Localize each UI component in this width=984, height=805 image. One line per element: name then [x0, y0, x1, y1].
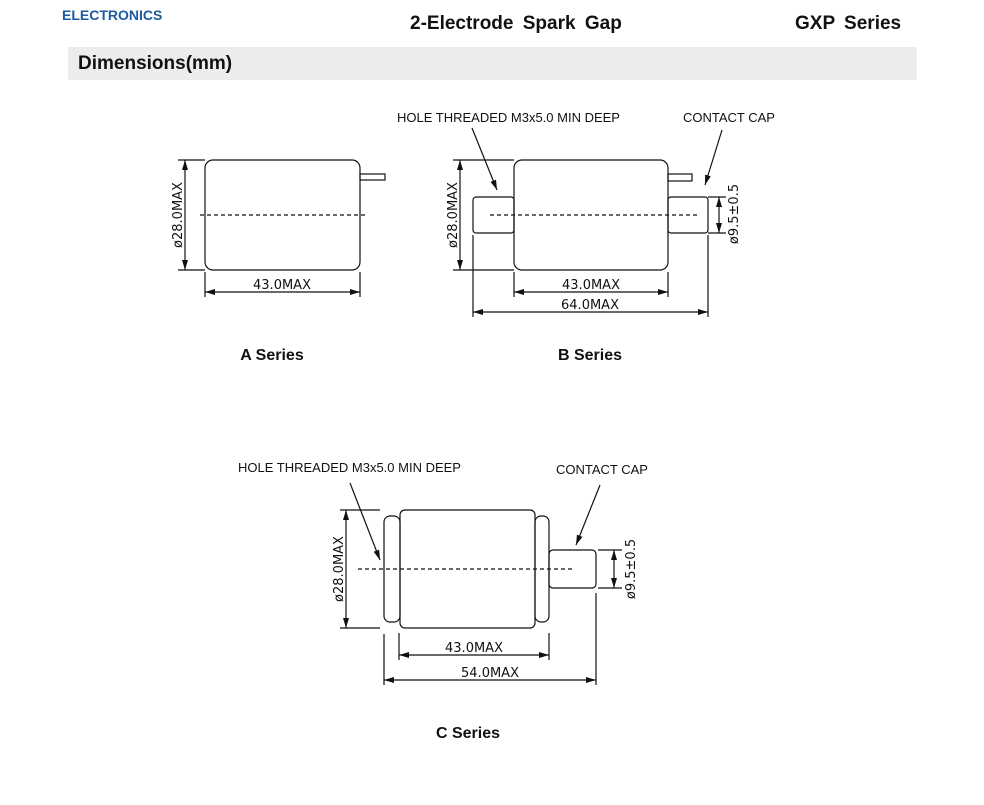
brand-logo-text: ELECTRONICS — [62, 7, 163, 23]
section-title: Dimensions(mm) — [78, 53, 233, 74]
series-name: GXP Series — [795, 13, 902, 34]
b-cap-diameter-label: ø9.5±0.5 — [727, 184, 742, 244]
drawing-c-series — [340, 482, 622, 685]
a-length-label: 43.0MAX — [253, 278, 311, 293]
c-cap-diameter-label: ø9.5±0.5 — [624, 539, 639, 599]
b-total-length-label: 64.0MAX — [561, 298, 619, 313]
c-series-caption: C Series — [436, 725, 500, 742]
c-hole-label: HOLE THREADED M3x5.0 MIN DEEP — [238, 460, 461, 475]
a-diameter-label: ø28.0MAX — [171, 182, 186, 248]
c-cap-label: CONTACT CAP — [556, 462, 648, 477]
b-diameter-label: ø28.0MAX — [446, 182, 461, 248]
c-total-length-label: 54.0MAX — [461, 666, 519, 681]
c-diameter-label: ø28.0MAX — [332, 536, 347, 602]
b-series-caption: B Series — [558, 347, 622, 364]
drawing-a-series — [178, 159, 386, 297]
document-title: 2-Electrode Spark Gap — [410, 13, 622, 34]
b-body-length-label: 43.0MAX — [562, 278, 620, 293]
a-series-caption: A Series — [240, 347, 304, 364]
b-hole-label: HOLE THREADED M3x5.0 MIN DEEP — [397, 110, 620, 125]
drawing-b-series — [453, 127, 726, 317]
section-header: Dimensions(mm) — [68, 47, 917, 80]
c-body-length-label: 43.0MAX — [445, 641, 503, 656]
b-cap-label: CONTACT CAP — [683, 110, 775, 125]
